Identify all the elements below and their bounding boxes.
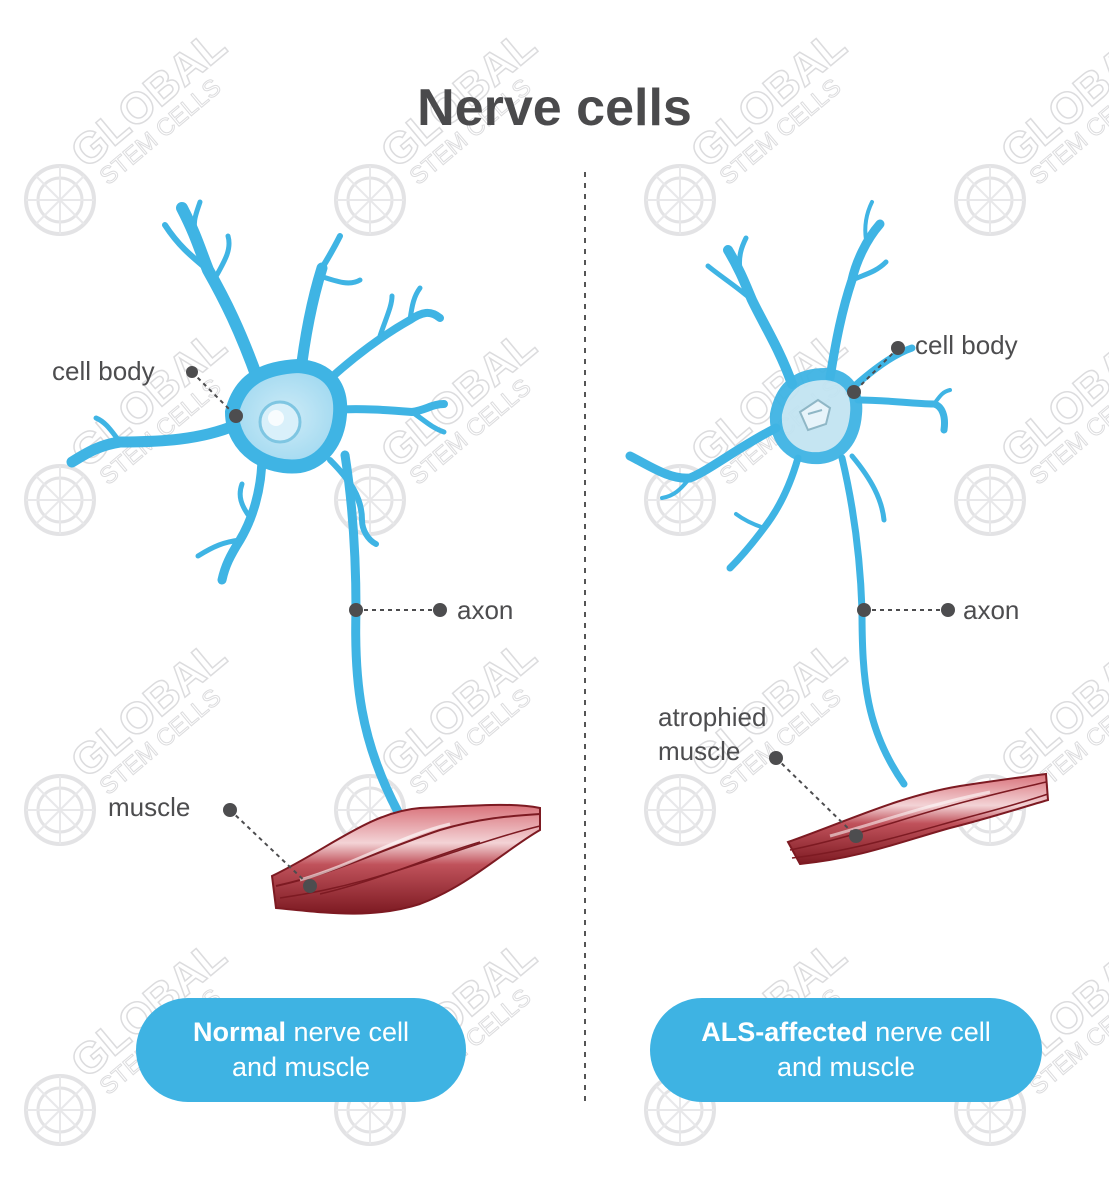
diagram-title: Nerve cells [417,79,692,137]
pointer-dot [186,366,198,378]
pointers [186,341,955,893]
normal-muscle-label: muscle [108,792,191,822]
normal-caption-rest: nerve cell [285,1017,410,1047]
normal-muscle [270,803,541,915]
als-caption-pill: ALS-affected nerve cell and muscle [650,998,1042,1102]
normal-axon-label: axon [457,595,514,625]
als-caption-bold: ALS-affected [701,1017,868,1047]
als-muscle-label-line2: muscle [658,736,741,766]
als-axon-label: axon [963,595,1020,625]
als-muscle-label: atrophied muscle [658,700,766,768]
normal-caption-pill: Normal nerve cell and muscle [136,998,466,1102]
als-cell-body-label: cell body [915,330,1018,360]
normal-caption-bold: Normal [192,1017,286,1047]
als-caption-line2: and muscle [776,1052,916,1082]
als-caption-rest: nerve cell [867,1017,991,1047]
normal-cell-body-label: cell body [52,356,155,386]
normal-caption-line2: and muscle [231,1052,371,1082]
pointer-dot [229,409,243,423]
als-damaged-nucleus [798,398,832,432]
als-muscle-label-line1: atrophied [658,702,767,732]
